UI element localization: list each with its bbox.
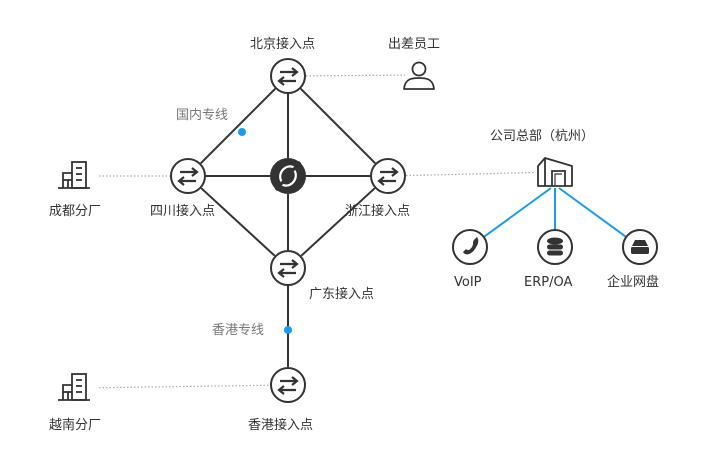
chengdu-building-icon[interactable] (58, 161, 90, 189)
link-dot-domestic (238, 128, 246, 136)
edge-hq-voip (483, 187, 552, 238)
label-hongkong-line: 香港专线 (212, 323, 265, 338)
edge-vietnam-hongkong (98, 384, 271, 389)
label-erp: ERP/OA (524, 275, 573, 290)
zhejiang-switch-icon[interactable] (370, 158, 406, 194)
label-guangdong: 广东接入点 (309, 287, 375, 302)
voip-phone-icon[interactable] (452, 229, 488, 265)
guangdong-switch-icon[interactable] (270, 250, 306, 286)
label-hq: 公司总部（杭州） (490, 129, 595, 144)
link-dot-hongkong (284, 326, 292, 334)
erp-database-icon[interactable] (537, 229, 573, 265)
edges-layer (98, 74, 627, 389)
label-beijing: 北京接入点 (250, 37, 316, 52)
label-vietnam: 越南分厂 (49, 418, 102, 433)
label-domestic-line: 国内专线 (176, 108, 229, 123)
label-voip: VoIP (454, 275, 482, 290)
edge-zhejiang-hq (405, 171, 536, 177)
beijing-switch-icon[interactable] (270, 58, 306, 94)
hq-warehouse-icon[interactable] (537, 157, 573, 187)
disk-drive-icon[interactable] (622, 229, 658, 265)
link-dots-layer (238, 128, 292, 334)
label-sichuan: 四川接入点 (150, 204, 216, 219)
edge-zhejiang-guangdong (300, 187, 376, 257)
edge-hq-disk (558, 187, 627, 238)
sync-hub-icon[interactable] (270, 158, 306, 194)
label-hongkong: 香港接入点 (248, 418, 314, 433)
user-icon[interactable] (403, 61, 435, 90)
label-traveler: 出差员工 (388, 37, 441, 52)
label-zhejiang: 浙江接入点 (345, 204, 411, 219)
label-disk: 企业网盘 (607, 275, 660, 290)
edge-sichuan-guangdong (200, 187, 276, 257)
edge-beijing-sichuan (200, 88, 276, 164)
edge-beijing-zhejiang (300, 88, 376, 164)
edge-beijing-traveler (305, 74, 406, 77)
hongkong-switch-icon[interactable] (270, 367, 306, 403)
vietnam-building-icon[interactable] (58, 373, 90, 401)
nodes-layer (58, 58, 658, 403)
label-chengdu: 成都分厂 (49, 204, 102, 219)
sichuan-switch-icon[interactable] (170, 158, 206, 194)
